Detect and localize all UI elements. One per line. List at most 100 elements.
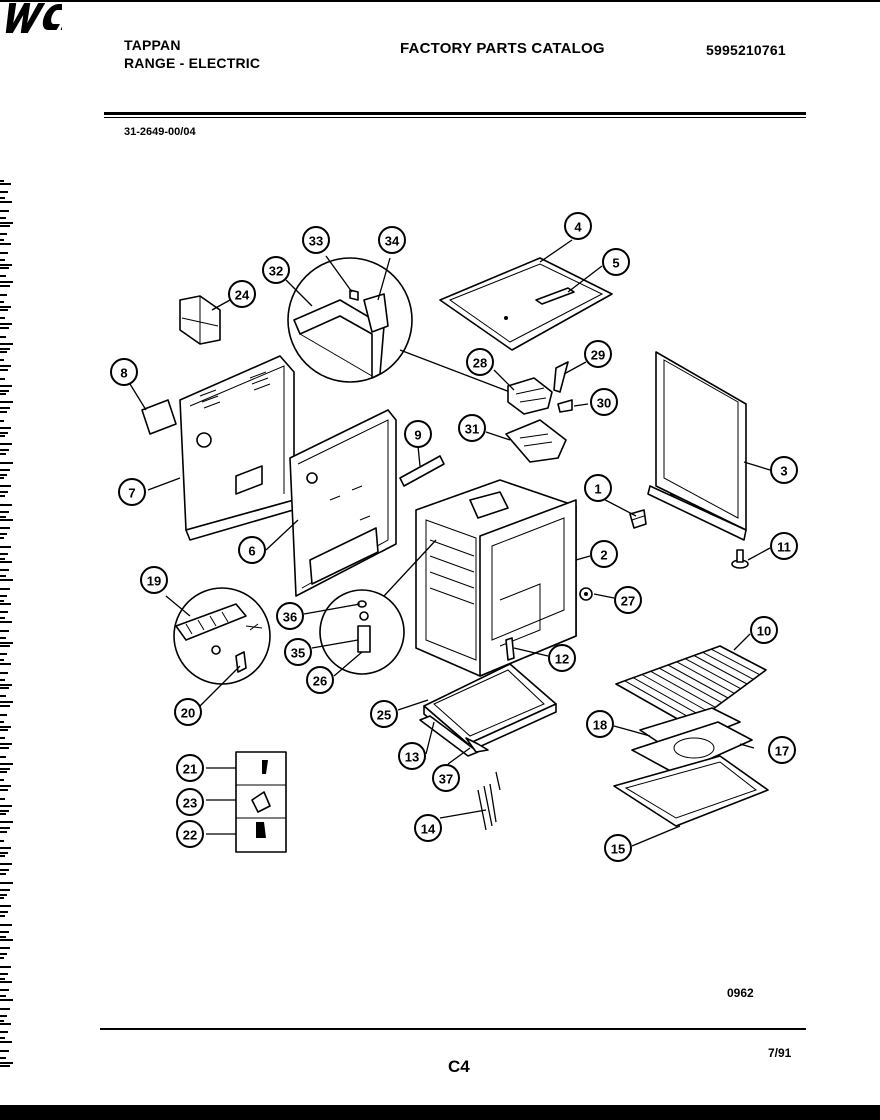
page-id: C4	[448, 1057, 470, 1076]
scan-mark	[0, 831, 7, 833]
scan-mark	[0, 679, 5, 681]
scan-mark	[0, 805, 12, 807]
scan-mark	[0, 301, 4, 303]
scan-mark	[0, 785, 11, 787]
callout-14: 14	[414, 814, 442, 842]
callout-number: 9	[414, 428, 421, 443]
callout-1: 1	[584, 474, 612, 502]
scan-mark	[0, 953, 7, 955]
callout-number: 22	[183, 828, 197, 843]
scan-mark	[0, 504, 12, 506]
part-bracket	[179, 295, 221, 345]
callout-circle	[262, 256, 290, 284]
callout-circle	[432, 764, 460, 792]
part-leveling-leg	[731, 549, 749, 569]
callout-number: 15	[611, 842, 625, 857]
callout-3: 3	[770, 456, 798, 484]
callout-7: 7	[118, 478, 146, 506]
scan-mark	[0, 222, 13, 224]
scan-mark	[0, 351, 7, 353]
scan-mark	[0, 294, 7, 296]
catalog-number: 5995210761	[706, 42, 786, 58]
scan-mark	[0, 1015, 7, 1017]
part-cooktop	[439, 257, 613, 351]
scan-mark	[0, 385, 12, 387]
scan-mark	[0, 729, 8, 731]
scan-mark	[0, 1037, 5, 1039]
callout-13: 13	[398, 742, 426, 770]
callout-number: 35	[291, 646, 305, 661]
scan-mark	[0, 1008, 10, 1010]
part-rear-panel	[179, 355, 301, 541]
scan-edge-bottom	[0, 1105, 880, 1120]
callout-circle	[564, 212, 592, 240]
part-wire-harness	[477, 771, 501, 831]
scan-mark	[0, 810, 9, 812]
scan-mark	[0, 672, 8, 674]
part-wiring-plate	[505, 419, 567, 463]
scan-mark	[0, 603, 11, 605]
callout-circle	[602, 248, 630, 276]
scan-mark	[0, 243, 11, 245]
scan-mark	[0, 217, 6, 219]
scan-mark	[0, 537, 4, 539]
scan-mark	[0, 1023, 11, 1025]
detail-circle-center	[319, 539, 437, 675]
scan-mark	[0, 453, 6, 455]
callout-circle	[238, 536, 266, 564]
scan-mark	[0, 621, 12, 623]
scan-mark	[0, 225, 10, 227]
scan-mark	[0, 561, 12, 563]
part-terminal-block	[553, 361, 569, 393]
scan-mark	[0, 511, 9, 513]
scan-mark	[0, 863, 12, 865]
callout-11: 11	[770, 532, 798, 560]
scan-mark	[0, 588, 10, 590]
scan-mark	[0, 889, 10, 891]
callout-labels: 1234567891011121314151718192021222324252…	[110, 212, 798, 862]
part-oven-door	[647, 351, 747, 541]
scan-mark	[0, 449, 9, 451]
callout-33: 33	[302, 226, 330, 254]
callout-circle	[176, 820, 204, 848]
callout-25: 25	[370, 700, 398, 728]
part-switch	[507, 377, 553, 415]
scan-mark	[0, 768, 10, 770]
callout-8: 8	[110, 358, 138, 386]
scan-mark	[0, 180, 4, 182]
callout-number: 32	[269, 264, 283, 279]
scan-mark	[0, 873, 6, 875]
scan-mark	[0, 485, 11, 487]
callout-20: 20	[174, 698, 202, 726]
part-clip	[557, 399, 573, 413]
callout-number: 26	[313, 674, 327, 689]
part-drawer-glide	[465, 737, 489, 753]
scan-mark	[0, 600, 4, 602]
scan-mark	[0, 378, 5, 380]
scan-mark	[0, 407, 10, 409]
small-parts-box	[235, 751, 287, 853]
drawing-code: 0962	[727, 986, 754, 1000]
footer-rule	[100, 1028, 806, 1030]
scan-mark	[0, 197, 5, 199]
scan-mark	[0, 957, 4, 959]
catalog-title: FACTORY PARTS CATALOG	[400, 40, 605, 57]
scan-mark	[0, 474, 7, 476]
callout-circle	[284, 638, 312, 666]
callout-number: 28	[473, 356, 487, 371]
scan-mark	[0, 267, 9, 269]
scan-mark	[0, 630, 9, 632]
callout-number: 24	[235, 288, 250, 303]
scan-mark	[0, 443, 12, 445]
callout-number: 2	[600, 548, 607, 563]
callout-circle	[110, 358, 138, 386]
callout-15: 15	[604, 834, 632, 862]
scan-mark	[0, 516, 6, 518]
scan-mark	[0, 695, 6, 697]
scan-mark	[0, 701, 13, 703]
scan-mark	[0, 1041, 12, 1043]
scan-mark	[0, 183, 11, 185]
scan-mark	[0, 779, 4, 781]
scan-mark	[0, 390, 9, 392]
scan-mark	[0, 275, 6, 277]
